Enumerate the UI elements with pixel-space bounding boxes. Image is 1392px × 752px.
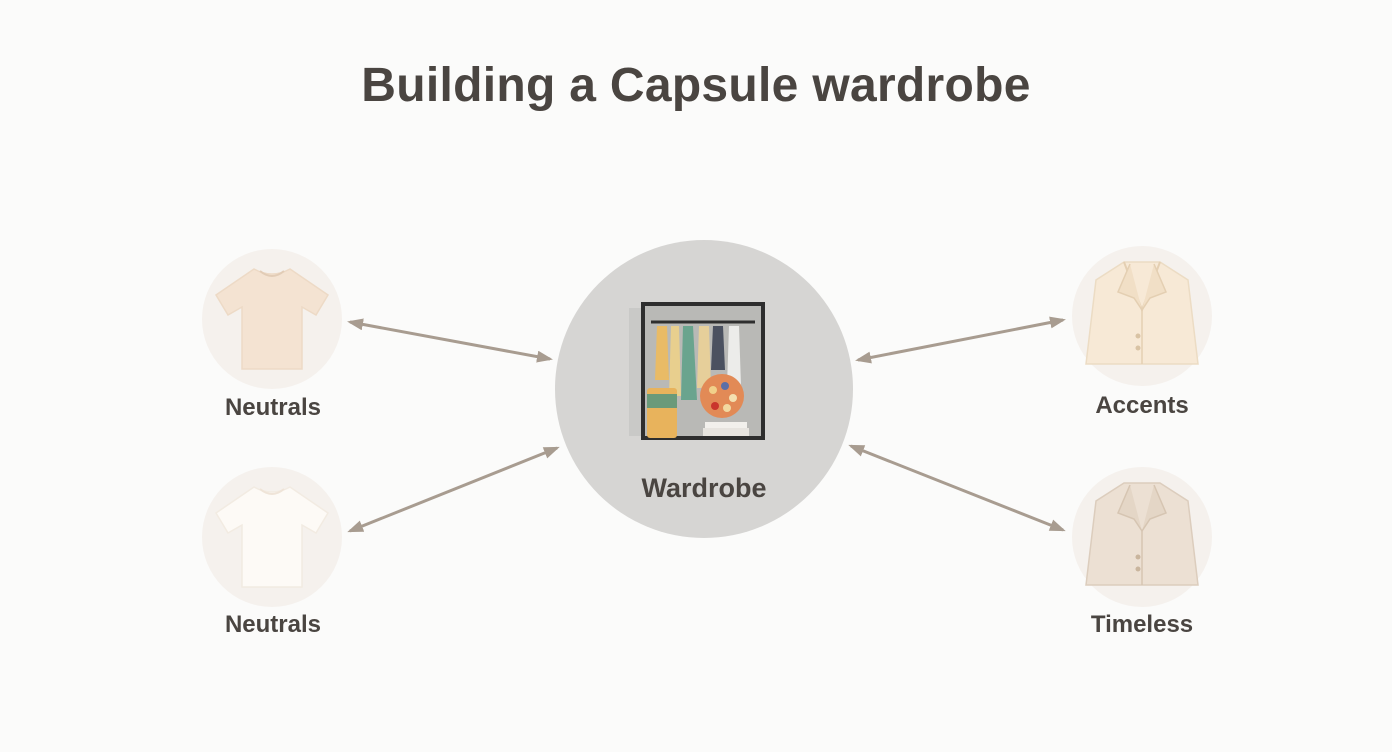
node-neutrals-bottom	[202, 467, 342, 607]
tshirt-icon	[214, 486, 330, 588]
node-accents	[1072, 246, 1212, 386]
tshirt-icon	[214, 268, 330, 370]
wardrobe-hub: Wardrobe	[555, 240, 853, 538]
node-label-accents: Accents	[1095, 392, 1189, 419]
node-label-timeless: Timeless	[1090, 611, 1194, 638]
arrow-neutrals-bottom	[347, 446, 560, 533]
diagram-title: Building a Capsule wardrobe	[361, 59, 1031, 112]
blazer-icon	[1085, 261, 1199, 365]
blazer-icon	[1085, 482, 1199, 586]
arrow-timeless	[848, 444, 1066, 532]
node-timeless	[1072, 467, 1212, 607]
arrow-neutrals-top	[347, 318, 553, 363]
wardrobe-closet-icon	[629, 302, 765, 440]
arrow-accents	[855, 316, 1066, 364]
node-label-neutrals-bottom: Neutrals	[224, 611, 322, 638]
node-label-neutrals-top: Neutrals	[224, 394, 322, 421]
node-neutrals-top	[202, 249, 342, 389]
hub-label: Wardrobe	[641, 473, 767, 503]
